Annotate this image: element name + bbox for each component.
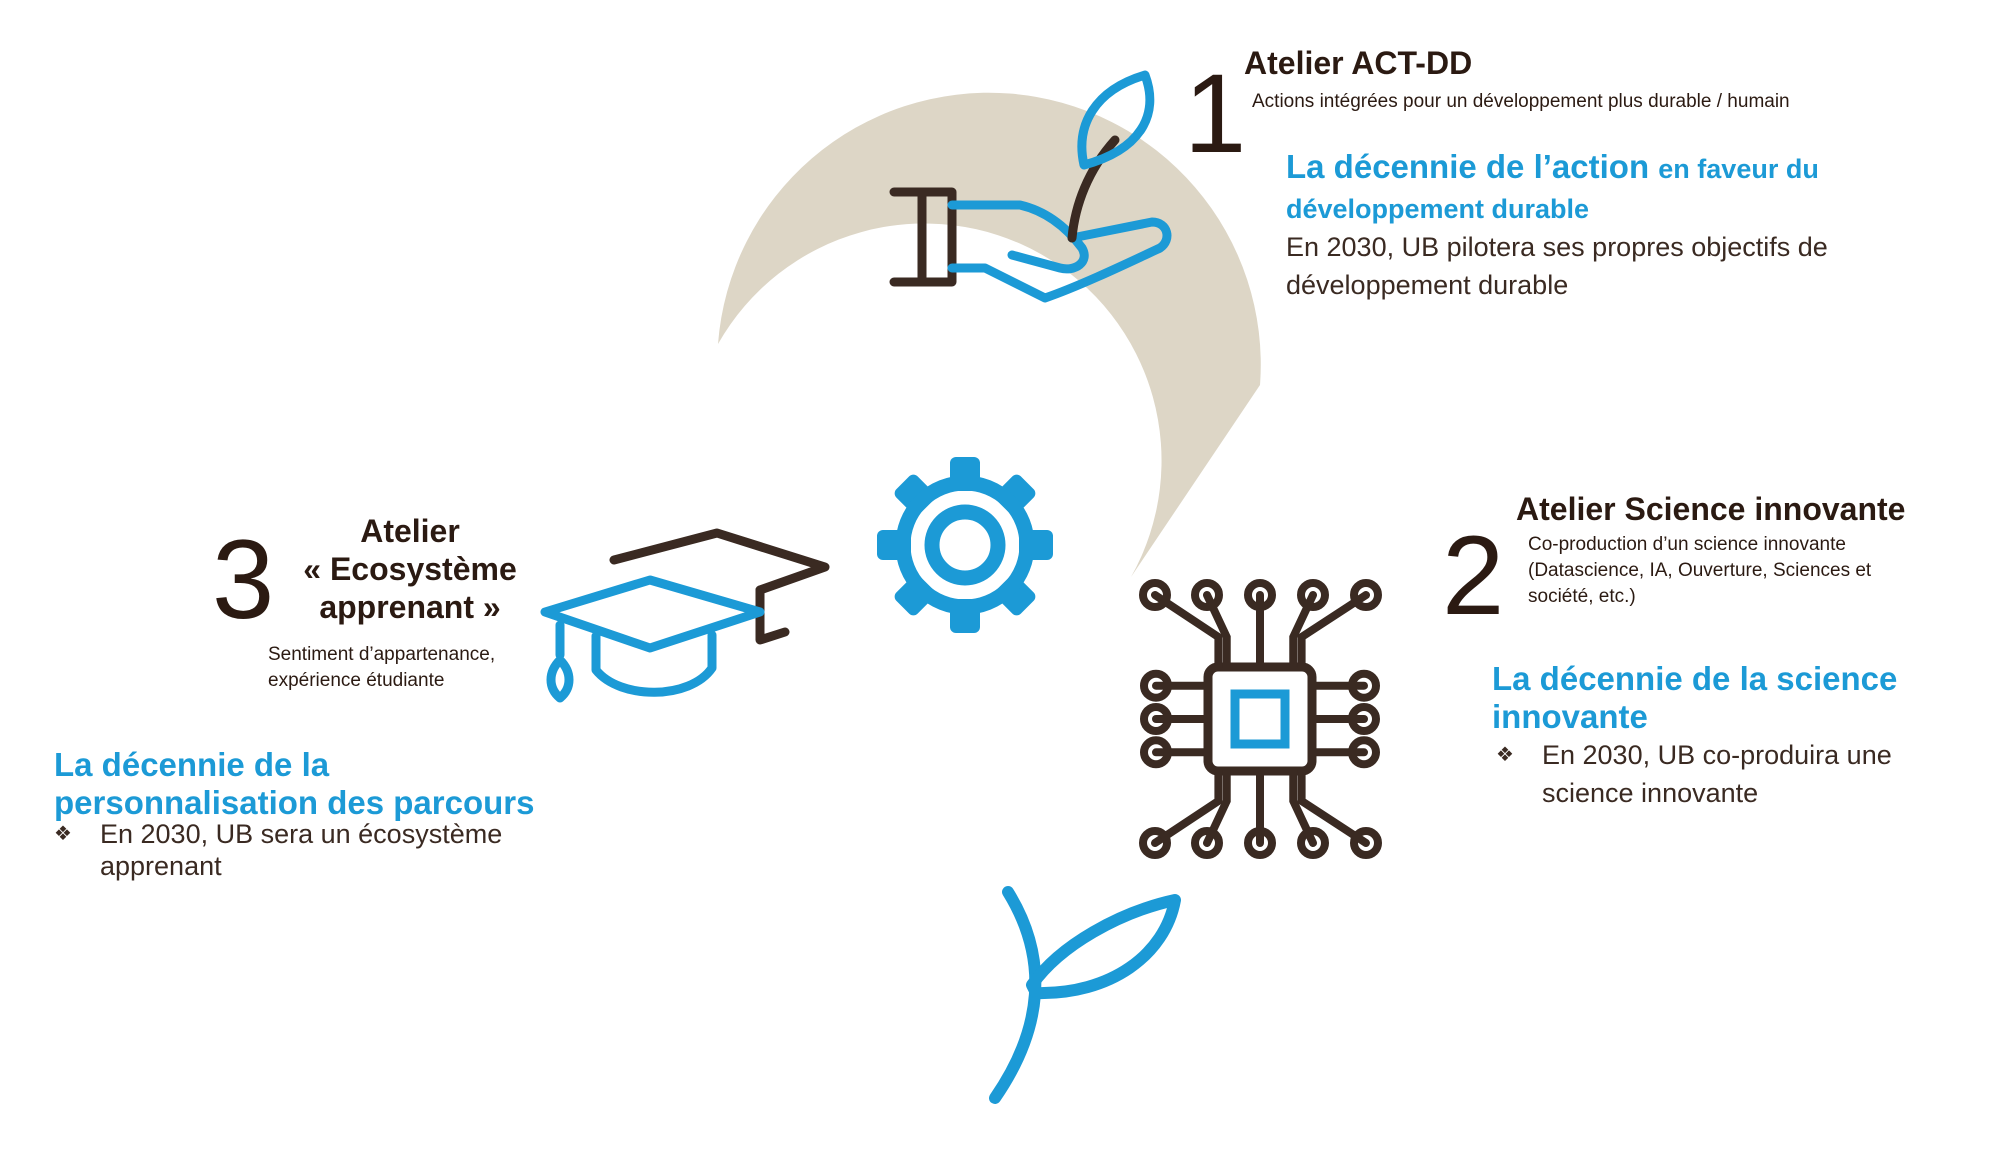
chip-lead	[1297, 767, 1370, 847]
chip-lead-pad	[1140, 669, 1172, 702]
workshop2-body: ❖ En 2030, UB co-produira une science in…	[1496, 736, 1892, 812]
petal-top	[718, 92, 1261, 577]
workshop3-heading: La décennie de la personnalisation des p…	[54, 746, 534, 822]
workshop3-subtitle-line-2: expérience étudiante	[268, 670, 445, 691]
workshop2-subtitle: Co-production d’un science innovante (Da…	[1528, 532, 1871, 610]
sprout-stem-icon	[989, 886, 1181, 1104]
workshop2-subtitle-line-2: (Datascience, IA, Ouverture, Sciences et	[1528, 560, 1872, 581]
workshop1-subtitle: Actions intégrées pour un développement …	[1252, 91, 1790, 112]
chip-lead	[1151, 591, 1223, 671]
workshop1-heading-rest-2: développement durable	[1286, 194, 1590, 224]
workshop1-heading-rest-1: en faveur du	[1658, 154, 1819, 184]
workshop1-heading: La décennie de l’action en faveur du dév…	[1286, 148, 1946, 228]
gear-icon	[877, 457, 1053, 633]
chip-lead-pad	[1140, 736, 1172, 769]
workshop1-body: En 2030, UB pilotera ses propres objecti…	[1286, 228, 1828, 304]
workshop3-heading-line-2: personnalisation des parcours	[54, 784, 535, 821]
workshop1-body-line-1: En 2030, UB pilotera ses propres objecti…	[1286, 232, 1828, 262]
workshop1-heading-main: La décennie de l’action	[1286, 148, 1650, 185]
chip-lead-pad	[1140, 703, 1172, 735]
chip-lead-pad	[1244, 579, 1276, 611]
workshop2-subtitle-line-3: société, etc.)	[1528, 586, 1636, 607]
circuit-chip-icon	[1139, 579, 1382, 859]
workshop2-number: 2	[1442, 513, 1505, 638]
workshop3-body-line-2: apprenant	[100, 851, 222, 881]
workshop2-heading-line-2: innovante	[1492, 698, 1648, 735]
chip-lead-pad	[1139, 827, 1171, 859]
workshop3-title-line-3: apprenant »	[319, 589, 501, 625]
workshop2-title: Atelier Science innovante	[1516, 491, 1906, 527]
chip-lead-pad	[1297, 579, 1329, 611]
chip-lead-pad	[1139, 579, 1171, 611]
workshop1-number: 1	[1184, 51, 1247, 176]
workshop2-bullet-icon: ❖	[1496, 744, 1514, 766]
workshop3-title: Atelier « Ecosystème apprenant »	[300, 512, 520, 626]
chip-lead-pad	[1244, 827, 1276, 859]
workshop3-body: ❖ En 2030, UB sera un écosystème apprena…	[54, 818, 502, 882]
workshop2-heading: La décennie de la science innovante	[1492, 660, 1897, 736]
workshop3-bullet-icon: ❖	[54, 823, 72, 845]
workshop2-body-line-1: En 2030, UB co-produira une	[1542, 740, 1892, 770]
chip-lead	[1297, 591, 1370, 671]
chip-lead-pad	[1191, 579, 1223, 611]
workshop3-number: 3	[212, 517, 275, 642]
chip-lead-pad	[1297, 827, 1329, 859]
workshop1-title: Atelier ACT-DD	[1244, 45, 1473, 81]
chip-lead	[1151, 767, 1223, 847]
chip-lead-pad	[1348, 736, 1380, 769]
chip-lead-pad	[1191, 827, 1223, 859]
graduation-cap-icon	[540, 528, 830, 703]
workshop3-heading-line-1: La décennie de la	[54, 746, 330, 783]
chip-lead-pad	[1350, 579, 1382, 611]
workshop3-subtitle-line-1: Sentiment d’appartenance,	[268, 644, 496, 665]
workshop3-body-line-1: En 2030, UB sera un écosystème	[100, 819, 503, 849]
workshop2-subtitle-line-1: Co-production d’un science innovante	[1528, 534, 1846, 555]
hand-with-sprout-icon	[889, 70, 1172, 303]
workshop3-title-line-2: « Ecosystème	[303, 551, 517, 587]
workshop2-heading-line-1: La décennie de la science	[1492, 660, 1898, 697]
workshop3-title-line-1: Atelier	[360, 513, 460, 549]
workshop3-subtitle: Sentiment d’appartenance, expérience étu…	[268, 642, 495, 694]
chip-lead-pad	[1348, 703, 1380, 735]
workshop1-body-line-2: développement durable	[1286, 270, 1569, 300]
chip-lead-pad	[1348, 669, 1380, 702]
workshop2-body-line-2: science innovante	[1542, 778, 1759, 808]
chip-lead-pad	[1350, 827, 1382, 859]
